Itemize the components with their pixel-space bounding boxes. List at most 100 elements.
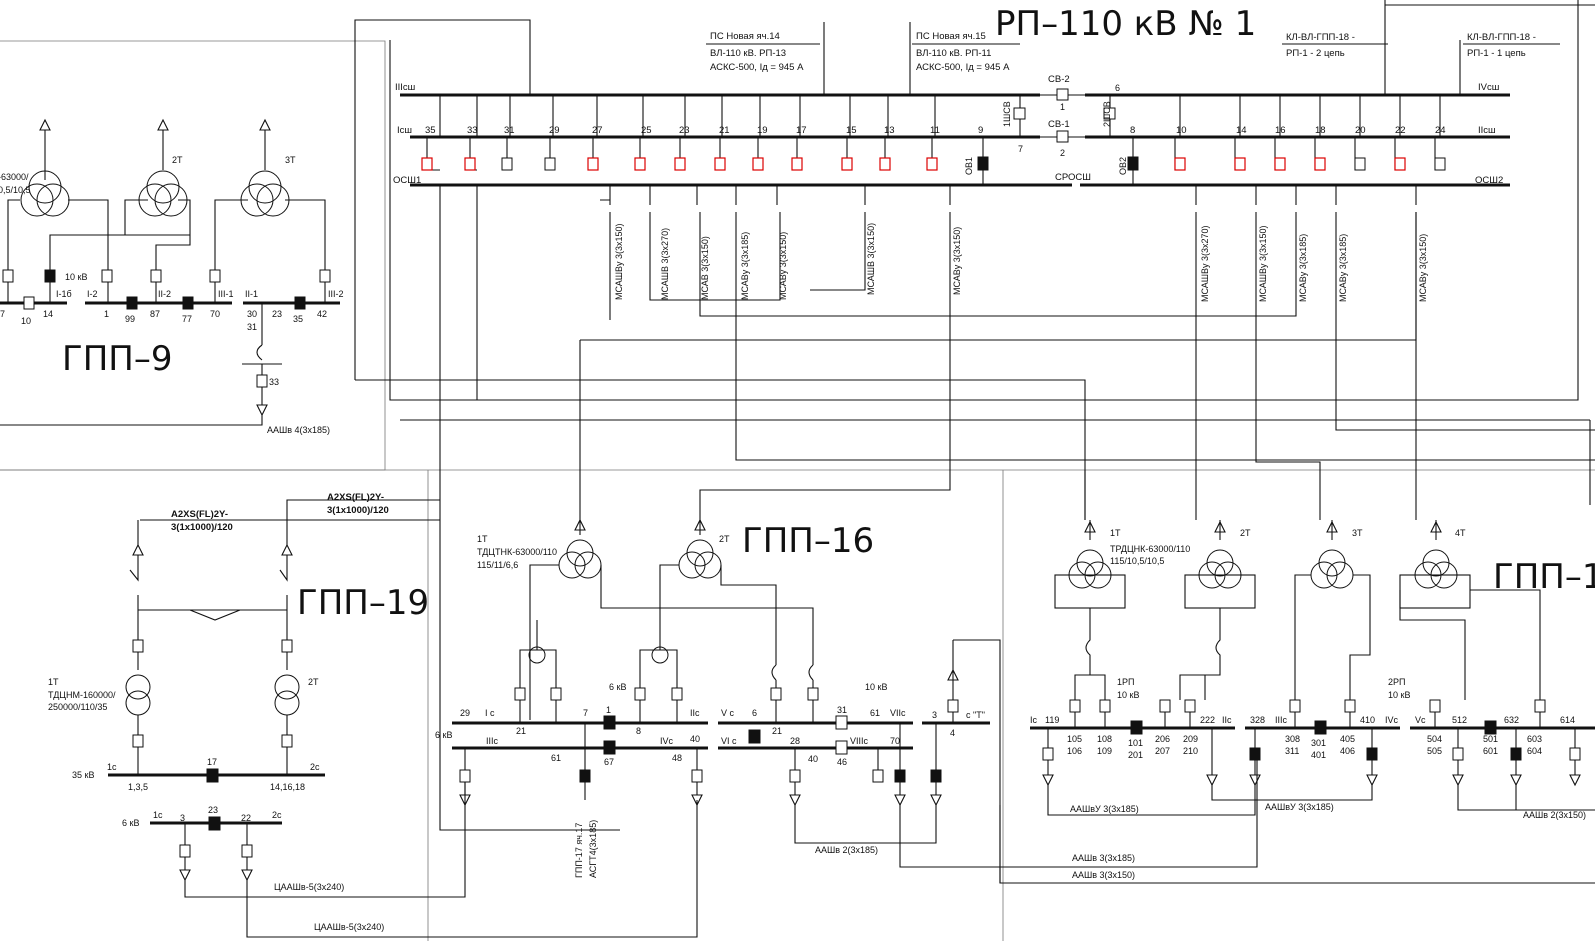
gpp10-label: 101	[1128, 738, 1143, 748]
gpp19-2c: 2с	[310, 762, 320, 772]
cell-num: 19	[757, 125, 768, 136]
gpp10-diagram	[1030, 520, 1595, 816]
bus-label-3c: IIIсш	[395, 82, 415, 93]
gpp10-label: 603	[1527, 734, 1542, 744]
gpp19-t2: 2Т	[308, 677, 319, 687]
bus-couplers	[1013, 88, 1116, 143]
gpp16-t1-type: ТДЦТНК-63000/110	[477, 547, 557, 557]
gpp19-141618: 14,16,18	[270, 782, 305, 792]
gpp9-n5: 87	[150, 309, 160, 319]
gpp10-t4: 4Т	[1455, 528, 1466, 538]
gpp10-label: 328	[1250, 715, 1265, 725]
bus-label-2c: IIсш	[1478, 125, 1496, 136]
gpp19-cable4: ЦААШв-5(3х240)	[314, 922, 384, 932]
cable-label: МСАШВ 3(3х150)	[866, 223, 876, 295]
gpp10-label: 105	[1067, 734, 1082, 744]
cell-num: 20	[1355, 125, 1366, 136]
gpp16-diagram	[452, 518, 1595, 884]
gpp10-label: 604	[1527, 746, 1542, 756]
gpp19-cable1-a: A2XS(FL)2Y-	[171, 509, 228, 520]
gpp19-cable1-b: 3(1x1000)/120	[171, 522, 233, 533]
gpp10-label: 614	[1560, 715, 1575, 725]
sv1-label: СВ-1	[1048, 119, 1070, 130]
gpp16-ivc: IVс	[660, 736, 674, 746]
gpp16-8: 8	[636, 726, 641, 736]
gpp16-viiic: VIIIс	[850, 736, 869, 746]
rp110-right-cells	[1174, 95, 1446, 171]
gpp10-label: 311	[1285, 746, 1299, 756]
bus-label-srosh: СРОСШ	[1055, 172, 1091, 183]
gpp19-135: 1,3,5	[128, 782, 148, 792]
gpp19-35kv: 35 кВ	[72, 770, 94, 780]
gpp19-3: 3	[180, 813, 185, 823]
cable-label: МСАШВ 3(3х270)	[660, 228, 670, 300]
sv2-num: 1	[1060, 102, 1065, 112]
gpp10-cable1: ААШвУ 3(3х185)	[1070, 804, 1139, 814]
gpp16-67: 67	[604, 757, 614, 767]
cell-num: 33	[467, 125, 478, 136]
gpp10-label: 210	[1183, 746, 1198, 756]
cell-num: 29	[549, 125, 560, 136]
gpp9-diagram	[0, 118, 340, 426]
cable-label: МСАШВу 3(3х150)	[614, 224, 624, 300]
gpp16-40b: 40	[808, 754, 818, 764]
gpp16-61: 61	[551, 753, 561, 763]
feed1-line1: ПС Новая яч.14	[710, 31, 780, 42]
gpp10-t3: 3Т	[1352, 528, 1363, 538]
gpp16-t1: 1Т	[477, 534, 488, 544]
feed1-line2: ВЛ-110 кВ. РП-13	[710, 48, 786, 59]
gpp19-cable2-b: 3(1x1000)/120	[327, 505, 389, 516]
gpp10-10kv-a: 10 кВ	[1117, 690, 1139, 700]
cell-num: 8	[1130, 125, 1135, 136]
gpp16-6: 6	[752, 708, 757, 718]
bus-label-osh2: ОСШ2	[1475, 175, 1503, 186]
gpp16-4: 4	[950, 728, 955, 738]
gpp9-n10: 23	[272, 309, 282, 319]
gpp9-n7: 70	[210, 309, 220, 319]
gpp10-label: 504	[1427, 734, 1442, 744]
feed3-line2: РП-1 - 2 цепь	[1286, 48, 1345, 59]
gpp9-10kv: 10 кВ	[65, 272, 87, 282]
gpp19-t1-type: ТДЦНМ-160000/	[48, 690, 116, 700]
gpp16-29: 29	[460, 708, 470, 718]
gpp10-label: IIIс	[1275, 715, 1288, 725]
shsv2-label: 2ШСВ	[1102, 101, 1112, 127]
gpp10-t2: 2Т	[1240, 528, 1251, 538]
cell-num: 22	[1395, 125, 1406, 136]
ob2-label: ОВ2	[1118, 157, 1128, 175]
rp110-left-cells	[421, 95, 938, 171]
gpp10-label: 201	[1128, 750, 1143, 760]
feed2-line1: ПС Новая яч.15	[916, 31, 986, 42]
gpp9-l2: I-2	[87, 289, 98, 299]
gpp10-label: 406	[1340, 746, 1355, 756]
gpp9-l5: II-1	[245, 289, 258, 299]
feed1-line3: АСКС-500, Iд = 945 А	[710, 62, 804, 73]
gpp19-2c-b: 2с	[272, 810, 282, 820]
feed3-line1: КЛ-ВЛ-ГПП-18 -	[1286, 32, 1355, 43]
gpp16-46: 46	[837, 757, 847, 767]
gpp16-10kv: 10 кВ	[865, 682, 887, 692]
rp110-cell-numbers: 35 33 31 29 27 25 23 21 19 17 15 13 11 9…	[425, 125, 1446, 136]
gpp9-l6: III-2	[328, 289, 344, 299]
bus-label-osh1: ОСШ1	[393, 175, 421, 186]
gpp9-n2: 14	[43, 309, 53, 319]
gpp9-l4: III-1	[218, 289, 234, 299]
cable-label: МСАВ 3(3х150)	[700, 236, 710, 300]
gpp19-cable3: ЦААШв-5(3х240)	[274, 882, 344, 892]
gpp19-t1-volt: 250000/110/35	[48, 702, 107, 712]
gpp10-label: 405	[1340, 734, 1355, 744]
gpp10-label: 308	[1285, 734, 1300, 744]
gpp16-6kv-a: 6 кВ	[609, 682, 626, 692]
cable-label: МСАВу 3(3х185)	[1338, 234, 1348, 302]
gpp10-label: 108	[1097, 734, 1112, 744]
gpp9-n0: 7	[0, 309, 5, 319]
gpp10-label: 401	[1311, 750, 1326, 760]
gpp16-iic: IIс	[690, 708, 700, 718]
gpp9-t2: 2Т	[172, 155, 183, 165]
cell-num: 15	[846, 125, 857, 136]
gpp19-17: 17	[207, 757, 217, 767]
gpp16-vic: VI с	[721, 736, 737, 746]
gpp9-n9: 31	[247, 322, 257, 332]
cable-label: МСАВу 3(3х150)	[1418, 234, 1428, 302]
feed2-line3: АСКС-500, Iд = 945 А	[916, 62, 1010, 73]
